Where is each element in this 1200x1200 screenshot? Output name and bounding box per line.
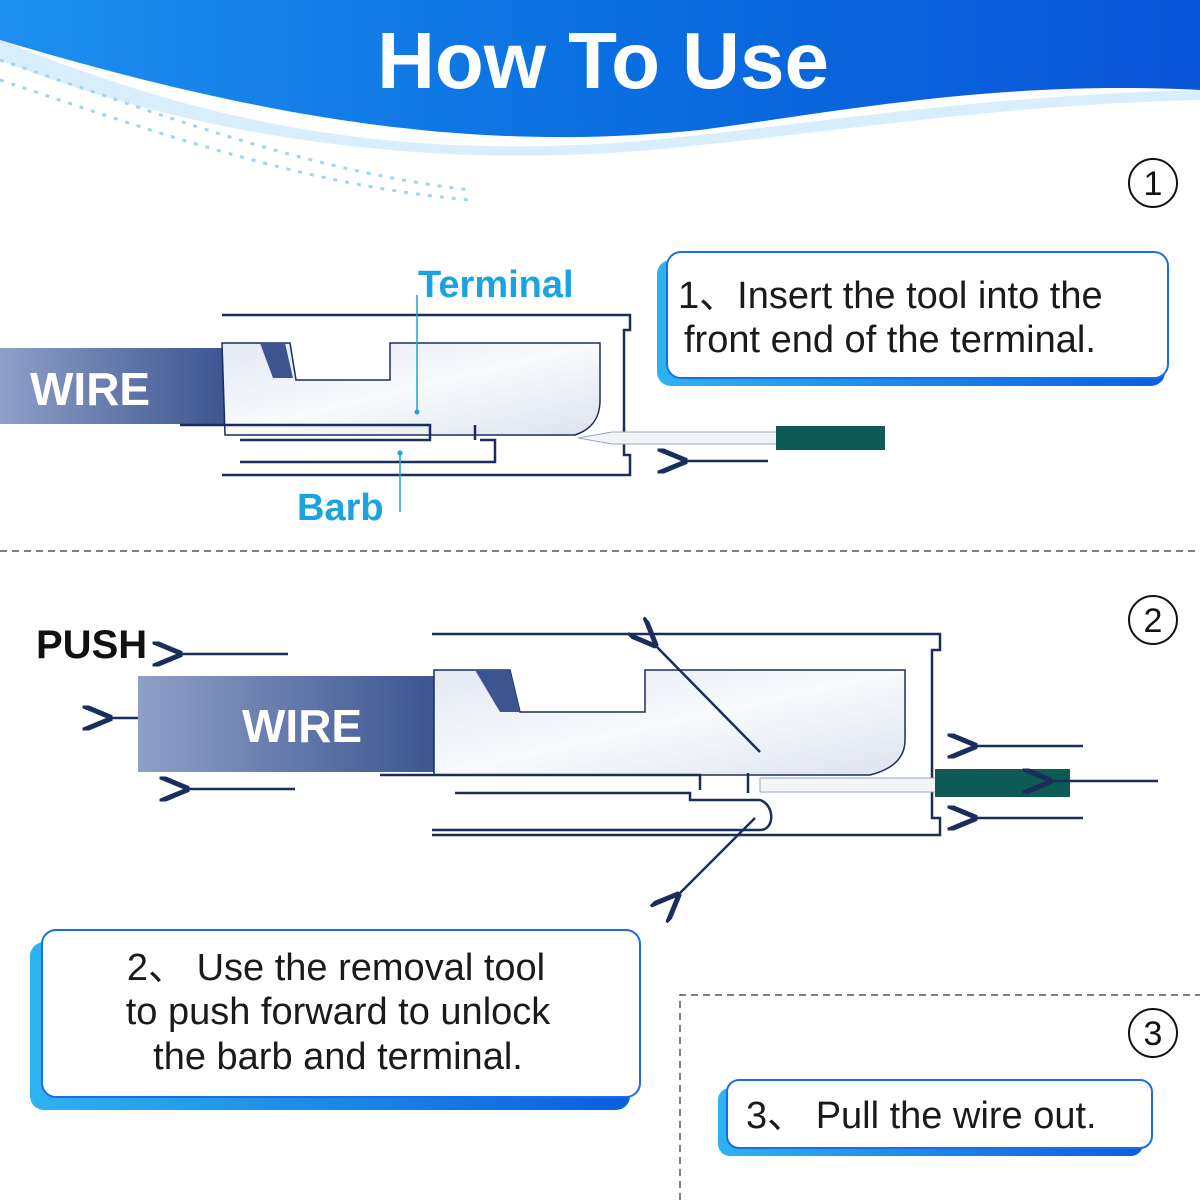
svg-text:1、Insert the tool into the: 1、Insert the tool into the <box>678 275 1103 317</box>
svg-text:3、 Pull the wire out.: 3、 Pull the wire out. <box>746 1095 1097 1137</box>
step-number-1: 1 <box>1128 158 1178 208</box>
terminal-label: Terminal <box>418 264 574 306</box>
wire <box>138 676 436 772</box>
removal-tool-handle <box>776 426 885 450</box>
barb-label: Barb <box>297 487 384 529</box>
removal-tool-handle <box>935 769 1070 797</box>
svg-text:3: 3 <box>1144 1015 1163 1053</box>
removal-tool-pin <box>759 777 941 793</box>
svg-text:front end of the terminal.: front end of the terminal. <box>684 319 1096 361</box>
step-1-instruction: 1、Insert the tool into the front end of … <box>657 251 1169 386</box>
step-3-frame <box>679 994 1200 1200</box>
header-banner: How To Use <box>0 0 1200 202</box>
step-3-instruction: 3、 Pull the wire out. <box>718 1079 1153 1156</box>
step-number-2: 2 <box>1128 595 1178 645</box>
step-number-3: 3 <box>1128 1008 1178 1058</box>
svg-text:2、 Use the removal tool: 2、 Use the removal tool <box>127 947 545 989</box>
diagram-step-1: WIRE Terminal Barb <box>0 264 885 529</box>
svg-text:2: 2 <box>1144 602 1163 640</box>
removal-tool-pin <box>577 431 781 445</box>
page-title: How To Use <box>377 16 829 105</box>
push-label: PUSH <box>36 623 147 667</box>
wire <box>0 348 225 424</box>
wire-label: WIRE <box>242 700 362 752</box>
diagram-step-2: PUSH WIRE <box>36 623 1158 895</box>
svg-text:to push forward to unlock: to push forward to unlock <box>126 991 552 1033</box>
step-2-instruction: 2、 Use the removal tool to push forward … <box>30 929 641 1110</box>
wire-label: WIRE <box>30 363 150 415</box>
terminal <box>221 342 601 436</box>
svg-text:1: 1 <box>1144 165 1163 203</box>
svg-text:the barb and terminal.: the barb and terminal. <box>153 1036 523 1078</box>
terminal <box>433 669 906 776</box>
